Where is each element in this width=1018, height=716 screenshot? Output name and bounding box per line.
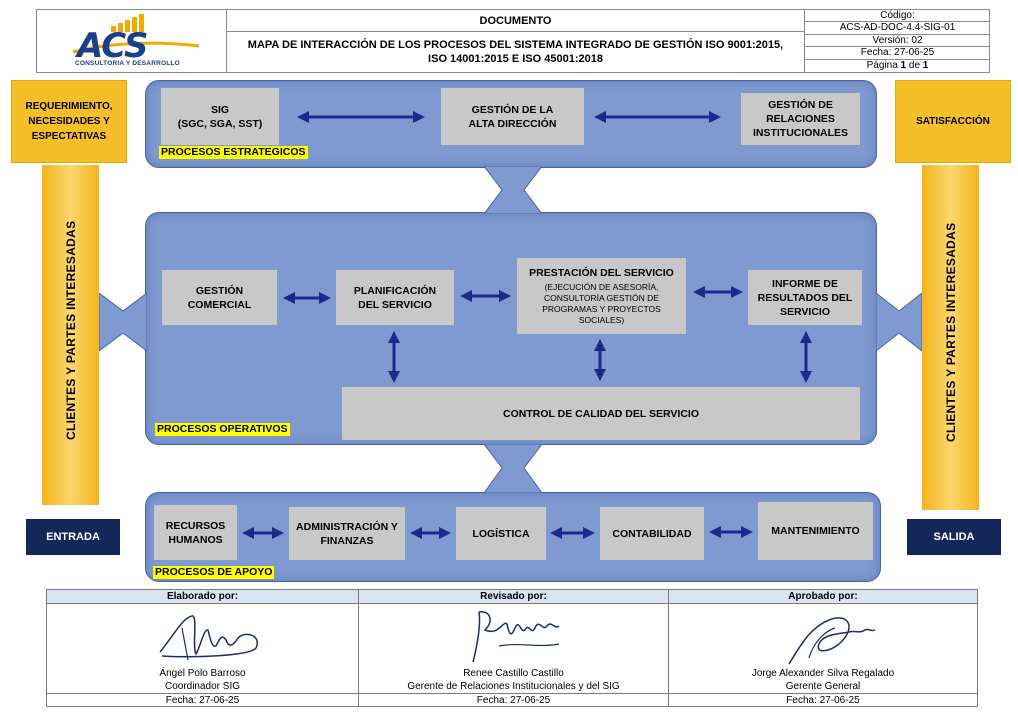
gestion-comercial-box: GESTIÓN COMERCIAL: [162, 270, 277, 325]
right-satisfaction-box: SATISFACCIÓN: [895, 80, 1011, 163]
doc-label: DOCUMENTO: [227, 10, 804, 32]
signature-header: Revisado por:: [359, 590, 668, 604]
recursos-humanos-box: RECURSOS HUMANOS: [154, 505, 237, 560]
page-sep: de: [906, 59, 923, 71]
prestacion-box: PRESTACIÓN DEL SERVICIO (EJECUCIÓN DE AS…: [517, 258, 686, 334]
informe-resultados-box: INFORME DE RESULTADOS DEL SERVICIO: [748, 270, 862, 325]
signature-header: Aprobado por:: [669, 590, 977, 604]
handwritten-signature-icon: [472, 611, 560, 663]
strategic-operative-connector-icon: [484, 166, 542, 214]
signature-date: Fecha: 27-06-25: [359, 693, 668, 706]
control-calidad-box: CONTROL DE CALIDAD DEL SERVICIO: [342, 387, 860, 440]
right-stakeholders-bar: [922, 165, 979, 510]
planificacion-box: PLANIFICACIÓN DEL SERVICIO: [336, 270, 454, 325]
header-title-cell: DOCUMENTO MAPA DE INTERACCIÓN DE LOS PRO…: [227, 10, 805, 72]
operative-processes-label: PROCESOS OPERATIVOS: [155, 423, 290, 436]
handwritten-signature-icon: [159, 615, 259, 661]
signer-name: Renee Castillo Castillo: [463, 668, 564, 679]
sig-subtitle: (SGC, SGA, SST): [177, 117, 263, 130]
signature-table: Elaborado por: Ángel Polo Barroso Coordi…: [46, 589, 978, 707]
sig-title: SIG: [210, 103, 230, 116]
signer-name: Jorge Alexander Silva Regalado: [751, 668, 895, 679]
logistica-box: LOGÍSTICA: [456, 507, 546, 560]
contabilidad-box: CONTABILIDAD: [600, 507, 704, 560]
document-header: ACS CONSULTORIA Y DESARROLLO DOCUMENTO M…: [36, 9, 990, 73]
entrada-box: ENTRADA: [26, 519, 120, 555]
handwritten-signature-icon: [788, 617, 876, 665]
logo-name: ACS: [77, 26, 148, 66]
sig-box: SIG (SGC, SGA, SST): [161, 88, 279, 145]
salida-box: SALIDA: [907, 519, 1001, 555]
operative-support-connector-icon: [484, 444, 542, 493]
header-meta: Código: ACS-AD-DOC-4.4-SIG-01 Versión: 0…: [805, 10, 990, 72]
left-stakeholders-bar: [42, 165, 99, 505]
signature-date: Fecha: 27-06-25: [47, 693, 358, 706]
code-label: Código:: [805, 10, 990, 23]
alta-direccion-box: GESTIÓN DE LA ALTA DIRECCIÓN: [441, 88, 584, 145]
signature-aprobado: Aprobado por: Jorge Alexander Silva Rega…: [669, 590, 977, 706]
strategic-processes-label: PROCESOS ESTRATEGICOS: [159, 146, 308, 159]
prestacion-subtitle: (EJECUCIÓN DE ASESORÍA, CONSULTORÍA GEST…: [542, 282, 661, 325]
document-title: MAPA DE INTERACCIÓN DE LOS PROCESOS DEL …: [247, 39, 784, 65]
signature-date: Fecha: 27-06-25: [669, 693, 977, 706]
logo-cell: ACS CONSULTORIA Y DESARROLLO: [37, 10, 227, 72]
left-entry-connector-icon: [99, 293, 147, 351]
signer-role: Coordinador SIG: [164, 681, 241, 692]
page-prefix: Página: [866, 59, 901, 71]
signature-header: Elaborado por:: [47, 590, 358, 604]
mantenimiento-box: MANTENIMIENTO: [758, 502, 873, 560]
signature-revisado: Revisado por: Renee Castillo Castillo Ge…: [359, 590, 669, 706]
relaciones-institucionales-box: GESTIÓN DE RELACIONES INSTITUCIONALES: [741, 93, 860, 145]
doc-code: ACS-AD-DOC-4.4-SIG-01: [805, 22, 990, 35]
page-current: 1: [900, 59, 907, 71]
logo-subtitle: CONSULTORIA Y DESARROLLO: [75, 60, 180, 67]
support-processes-label: PROCESOS DE APOYO: [153, 566, 275, 579]
logo-swoosh-icon: [72, 41, 200, 54]
left-requirements-box: REQUERIMIENTO, NECESIDADES Y ESPECTATIVA…: [11, 80, 127, 163]
administracion-finanzas-box: ADMINISTRACIÓN Y FINANZAS: [289, 507, 405, 560]
page-number: Página 1 de 1: [805, 60, 990, 72]
doc-version: Versión: 02: [805, 35, 990, 48]
right-exit-connector-icon: [876, 293, 922, 351]
signature-elaborado: Elaborado por: Ángel Polo Barroso Coordi…: [47, 590, 359, 706]
page-total: 1: [922, 59, 929, 71]
signer-role: Gerente General: [785, 681, 861, 692]
signer-name: Ángel Polo Barroso: [159, 668, 246, 679]
signer-role: Gerente de Relaciones Institucionales y …: [407, 681, 620, 692]
logo-bars-icon: [111, 14, 144, 32]
prestacion-title: PRESTACIÓN DEL SERVICIO: [529, 267, 674, 279]
doc-date: Fecha: 27-06-25: [805, 47, 990, 60]
